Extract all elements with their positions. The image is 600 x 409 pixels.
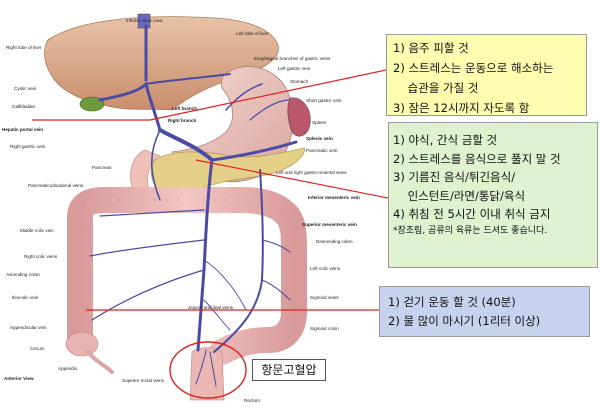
label-left-colic-veins: Left colic veins xyxy=(310,266,341,271)
advice-blue-1: 1) 걷기 운동 할 것 (40분) xyxy=(388,295,516,309)
advice-yellow-3: 습관을 가질 것 xyxy=(393,81,479,95)
label-appendix: Appendix xyxy=(58,366,78,371)
portal-veins xyxy=(89,24,298,387)
label-descending-colon: Descending colon xyxy=(316,239,353,244)
label-inferior-mesenteric-vein: Inferior mesenteric vein xyxy=(308,195,360,200)
advice-yellow-4: 3) 잠은 12시까지 자도록 함 xyxy=(393,101,530,115)
advice-green-2: 2) 스트레스를 음식으로 풀지 말 것 xyxy=(393,151,561,166)
advice-green-4: 인스턴트/라면/통닭/육식 xyxy=(393,188,526,203)
label-esophageal-branches: Esophageal branches of gastric veins xyxy=(254,56,331,61)
advice-box-blue: 1) 걷기 운동 할 것 (40분) 2) 물 많이 마시기 (1리터 이상) xyxy=(379,286,590,337)
inferior-vena-cava xyxy=(137,13,151,29)
label-anterior-view: Anterior View xyxy=(4,376,34,381)
label-hepatic-portal-vein: Hepatic portal vein xyxy=(2,127,43,132)
label-pancreaticoduodenal-veins: Pancreaticoduodenal veins xyxy=(28,183,84,188)
label-splenic-vein: Splenic vein xyxy=(306,136,333,141)
gallbladder xyxy=(79,96,105,112)
advice-green-note: *장조림, 곰류의 육류는 드셔도 좋습니다. xyxy=(393,225,548,236)
advice-box-green: 1) 야식, 간식 금할 것 2) 스트레스를 음식으로 풀지 말 것 3) 기… xyxy=(388,122,598,268)
cecum xyxy=(65,331,99,357)
label-right-gastric-vein: Right gastric vein xyxy=(10,144,46,149)
label-left-branch: Left branch xyxy=(172,106,197,111)
pointer-lines xyxy=(32,69,389,399)
advice-green-1: 1) 야식, 간식 금할 것 xyxy=(393,133,498,147)
pointer-circle-rectum xyxy=(169,341,247,399)
label-right-lobe-of-liver: Right lobe of liver xyxy=(6,45,42,50)
pointer-line-yellow xyxy=(149,69,387,121)
label-middle-colic-vein: Middle colic vein xyxy=(20,228,54,233)
advice-box-yellow: 1) 음주 피할 것 2) 스트레스는 운동으로 해소하는 습관을 가질 것 3… xyxy=(386,34,587,116)
label-superior-rectal-veins: Superior rectal veins xyxy=(122,378,165,383)
label-right-branch: Right branch xyxy=(168,118,197,123)
label-stomach: Stomach xyxy=(290,79,309,84)
label-rectum: Rectum xyxy=(244,398,260,403)
appendix xyxy=(86,350,114,374)
label-inferior-vena-cava: Inferior vena cava xyxy=(126,18,163,23)
label-cecum: Cecum xyxy=(30,346,45,351)
label-sigmoid-veins: Sigmoid veins xyxy=(310,295,339,300)
label-cystic-vein: Cystic vein xyxy=(14,86,37,91)
advice-blue-2: 2) 물 많이 마시기 (1리터 이상) xyxy=(388,314,541,328)
label-sigmoid-colon: Sigmoid colon xyxy=(310,326,339,331)
label-pancreatic-vein: Pancreatic vein xyxy=(306,148,338,153)
advice-yellow-1: 1) 음주 피할 것 xyxy=(393,41,469,55)
label-jejunal-ileal-veins: Jejunal and ileal veins xyxy=(188,305,234,310)
label-spleen: Spleen xyxy=(312,120,327,125)
label-left-right-gastro-omental: Left and right gastro-omental veins xyxy=(276,170,347,175)
label-superior-mesenteric-vein: Superior mesenteric vein xyxy=(302,222,357,227)
rectal-hypertension-label: 항문고혈압 xyxy=(252,359,326,381)
pointer-line-green xyxy=(195,159,389,199)
label-pancreas: Pancreas xyxy=(92,165,112,170)
label-short-gastric-vein: Short gastric vein xyxy=(306,98,342,103)
label-ascending-colon: Ascending colon xyxy=(6,272,40,277)
advice-yellow-2: 2) 스트레스는 운동으로 해소하는 xyxy=(393,61,554,75)
colon xyxy=(67,187,307,365)
label-left-gastric-vein: Left gastric vein xyxy=(278,66,311,71)
label-right-colic-veins: Right colic veins xyxy=(24,254,58,259)
spleen xyxy=(287,97,311,137)
label-appendicular-vein: Appendicular vein xyxy=(10,325,47,330)
anatomy-labels: Inferior vena cava Left lobe of liver Ri… xyxy=(2,18,360,403)
rectum xyxy=(189,347,225,401)
label-ileocolic-vein: Ileocolic vein xyxy=(12,295,39,300)
label-gallbladder: Gallbladder xyxy=(12,104,36,109)
advice-green-3: 3) 기름진 음식/튀긴음식/ xyxy=(393,170,516,184)
label-left-lobe-of-liver: Left lobe of liver xyxy=(236,31,269,36)
advice-green-5: 4) 취침 전 5시간 이내 취식 금지 xyxy=(393,207,551,221)
